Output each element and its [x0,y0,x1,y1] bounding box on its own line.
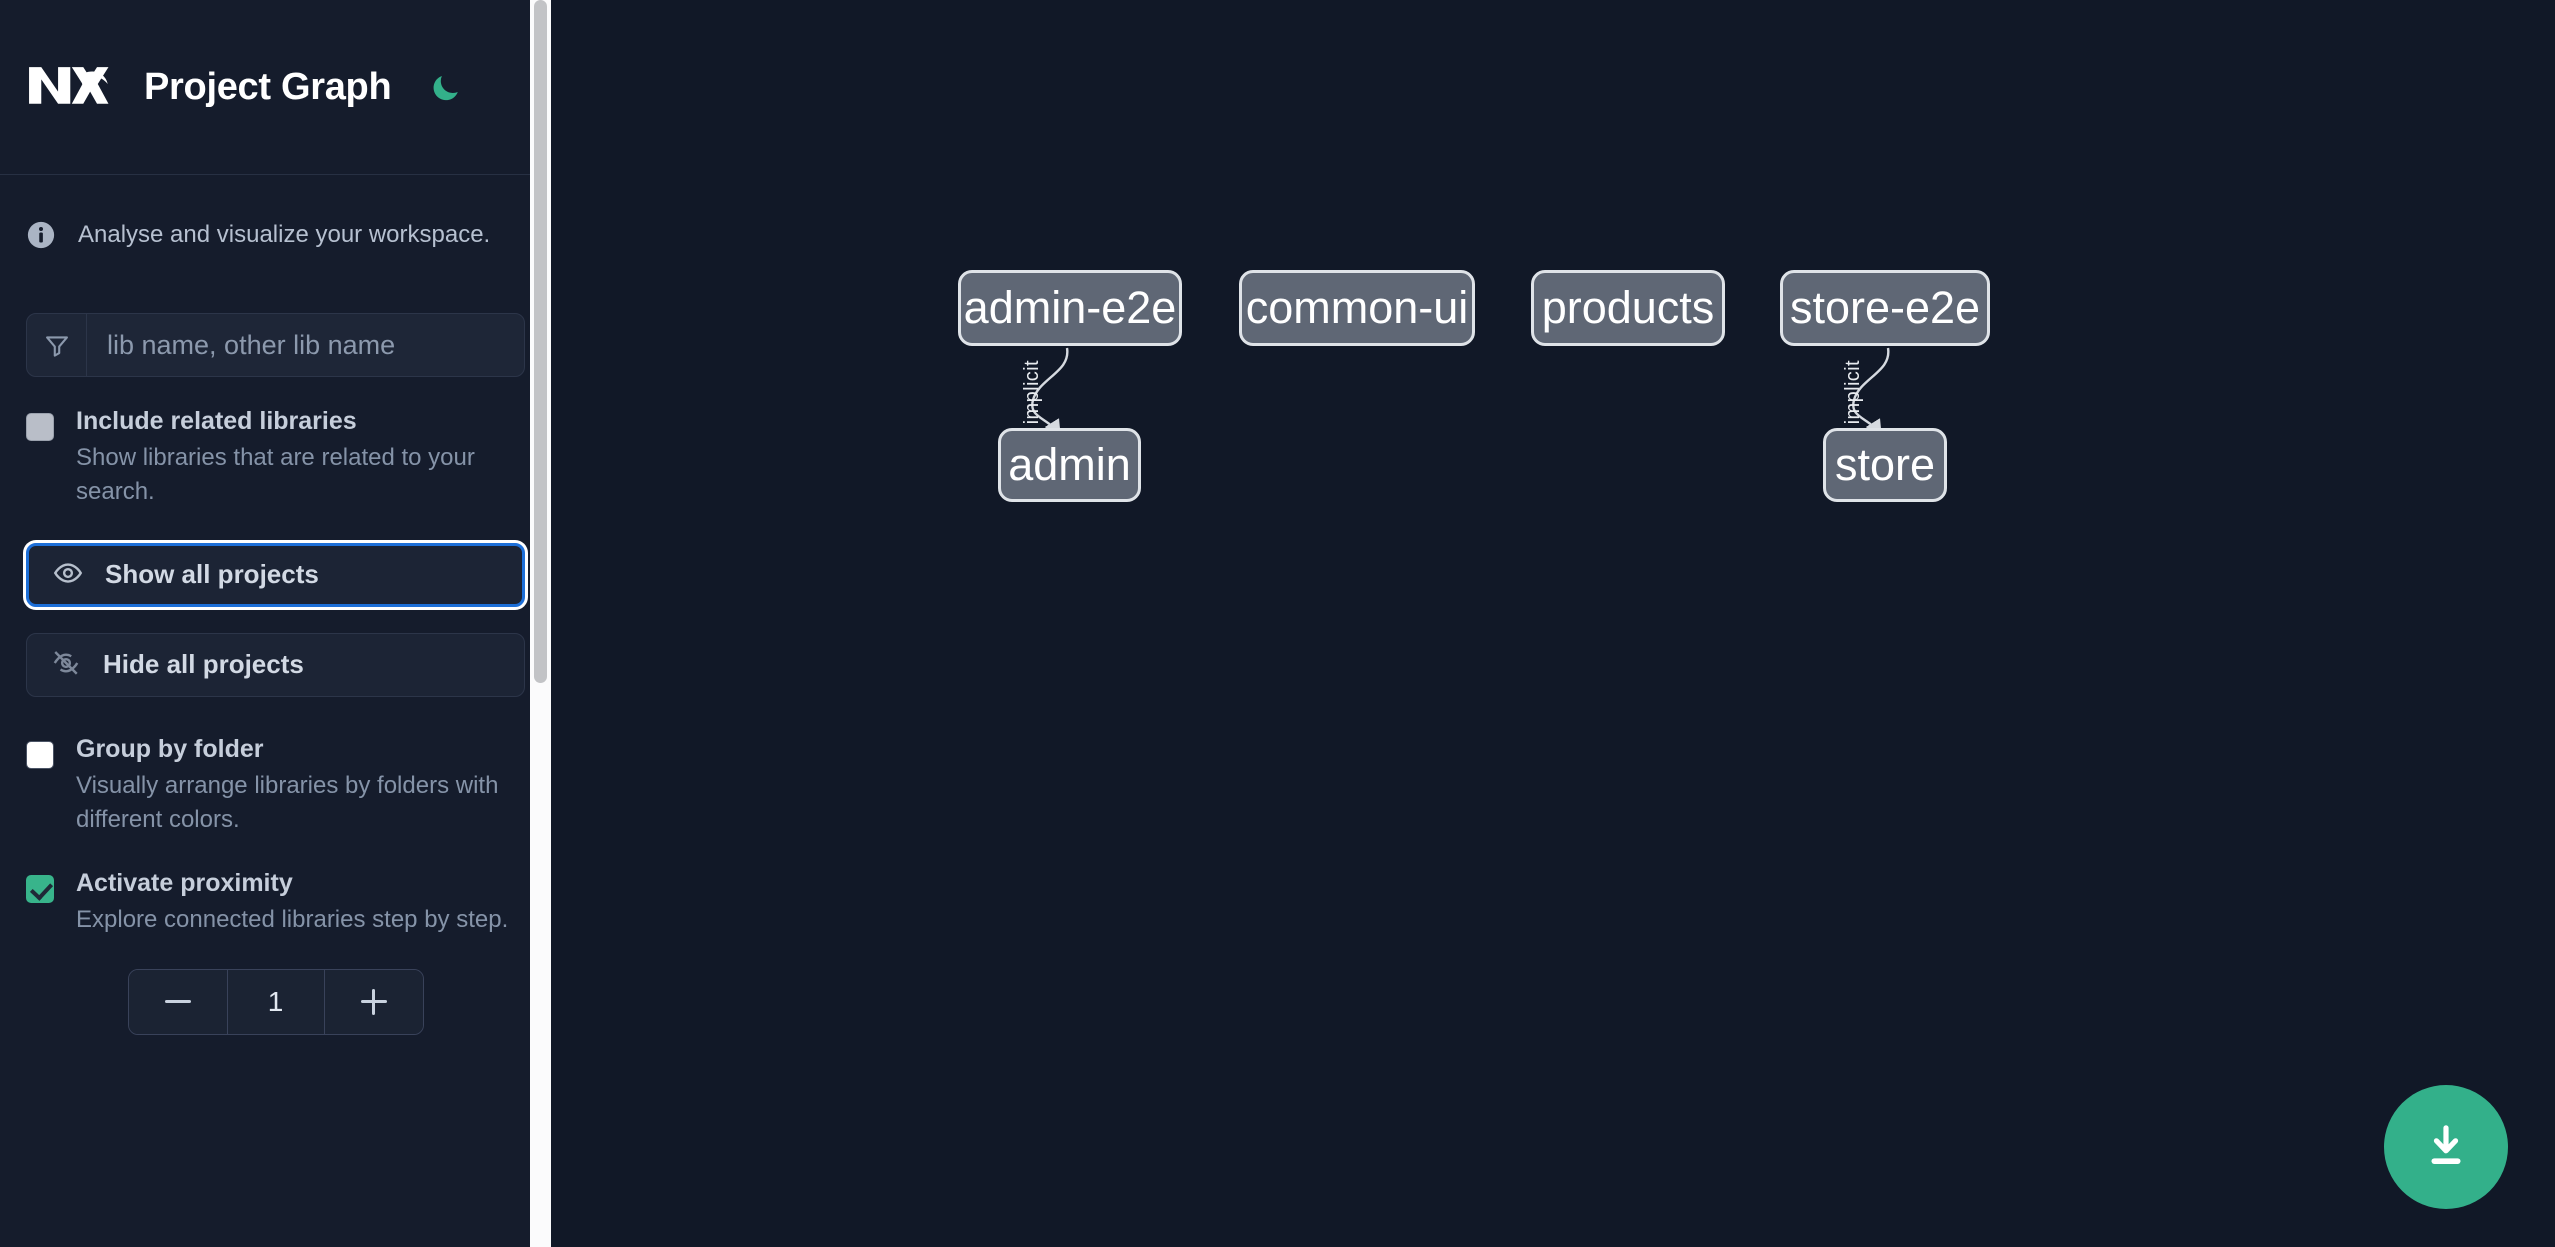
option-text-activate-proximity: Activate proximity Explore connected lib… [76,869,508,937]
eye-off-icon [51,648,81,681]
option-group-by-folder[interactable]: Group by folder Visually arrange librari… [0,735,551,837]
minus-icon [164,1000,191,1004]
activate-proximity-label: Activate proximity [76,868,293,897]
show-all-projects-label: Show all projects [105,559,319,590]
proximity-increment-button[interactable] [324,969,423,1034]
moon-icon[interactable] [423,64,469,110]
proximity-stepper-wrapper: 1 [0,968,551,1035]
download-button[interactable] [2384,1085,2508,1209]
plus-icon [360,988,387,1015]
checkbox-wrapper-activate-proximity [26,869,54,937]
proximity-value: 1 [226,969,325,1034]
show-all-projects-button[interactable]: Show all projects [26,542,525,607]
nx-logo-icon [26,56,110,118]
search-input[interactable] [87,314,524,376]
graph-edges [1031,347,1890,437]
filter-field[interactable] [26,313,525,377]
option-activate-proximity[interactable]: Activate proximity Explore connected lib… [0,869,551,937]
sidebar-scrollbar[interactable] [530,0,551,1247]
download-icon [2420,1120,2472,1175]
option-text-group-by-folder: Group by folder Visually arrange librari… [76,735,525,837]
sidebar-header: Project Graph [0,0,551,175]
proximity-decrement-button[interactable] [128,969,227,1034]
option-include-related-libraries[interactable]: Include related libraries Show libraries… [0,407,551,509]
activate-proximity-checkbox[interactable] [26,874,54,903]
graph-node-admin-e2e[interactable]: admin-e2e [958,270,1182,346]
sidebar-description-text: Analyse and visualize your workspace. [78,221,491,248]
graph-node-store[interactable]: store [1823,428,1947,502]
hide-all-projects-label: Hide all projects [103,649,304,680]
graph-node-store-e2e[interactable]: store-e2e [1780,270,1990,346]
edge-label-admin-implicit: implicit [1021,360,1043,425]
group-by-folder-label: Group by folder [76,734,264,763]
funnel-icon [27,314,87,376]
activate-proximity-description: Explore connected libraries step by step… [76,905,509,933]
eye-icon [53,558,83,591]
page-title: Project Graph [144,65,392,108]
include-related-libraries-label: Include related libraries [76,407,357,435]
include-related-libraries-description: Show libraries that are related to your … [76,443,475,505]
sidebar: Project Graph Analyse and visualize your… [0,0,551,1247]
graph-node-common-ui[interactable]: common-ui [1239,270,1475,346]
visibility-button-group: Show all projects Hide all projects [26,542,525,697]
graph-node-products[interactable]: products [1531,270,1725,346]
group-by-folder-checkbox[interactable] [26,740,54,769]
include-related-libraries-checkbox[interactable] [26,413,54,441]
info-icon [26,220,56,250]
button-gap [26,607,525,633]
hide-all-projects-button[interactable]: Hide all projects [26,632,525,697]
proximity-stepper: 1 [127,968,424,1035]
group-by-folder-description: Visually arrange libraries by folders wi… [76,771,499,833]
graph-canvas[interactable]: implicit implicit admin-e2e common-ui pr… [551,0,2555,1247]
checkbox-wrapper-group-by-folder [26,735,54,837]
option-text-group-include-related: Include related libraries Show libraries… [76,407,525,509]
sidebar-scrollbar-thumb[interactable] [534,0,547,683]
checkbox-wrapper-include-related [26,407,54,509]
sidebar-description: Analyse and visualize your workspace. [0,185,551,285]
graph-node-admin[interactable]: admin [998,428,1141,502]
edge-label-store-implicit: implicit [1842,360,1864,425]
